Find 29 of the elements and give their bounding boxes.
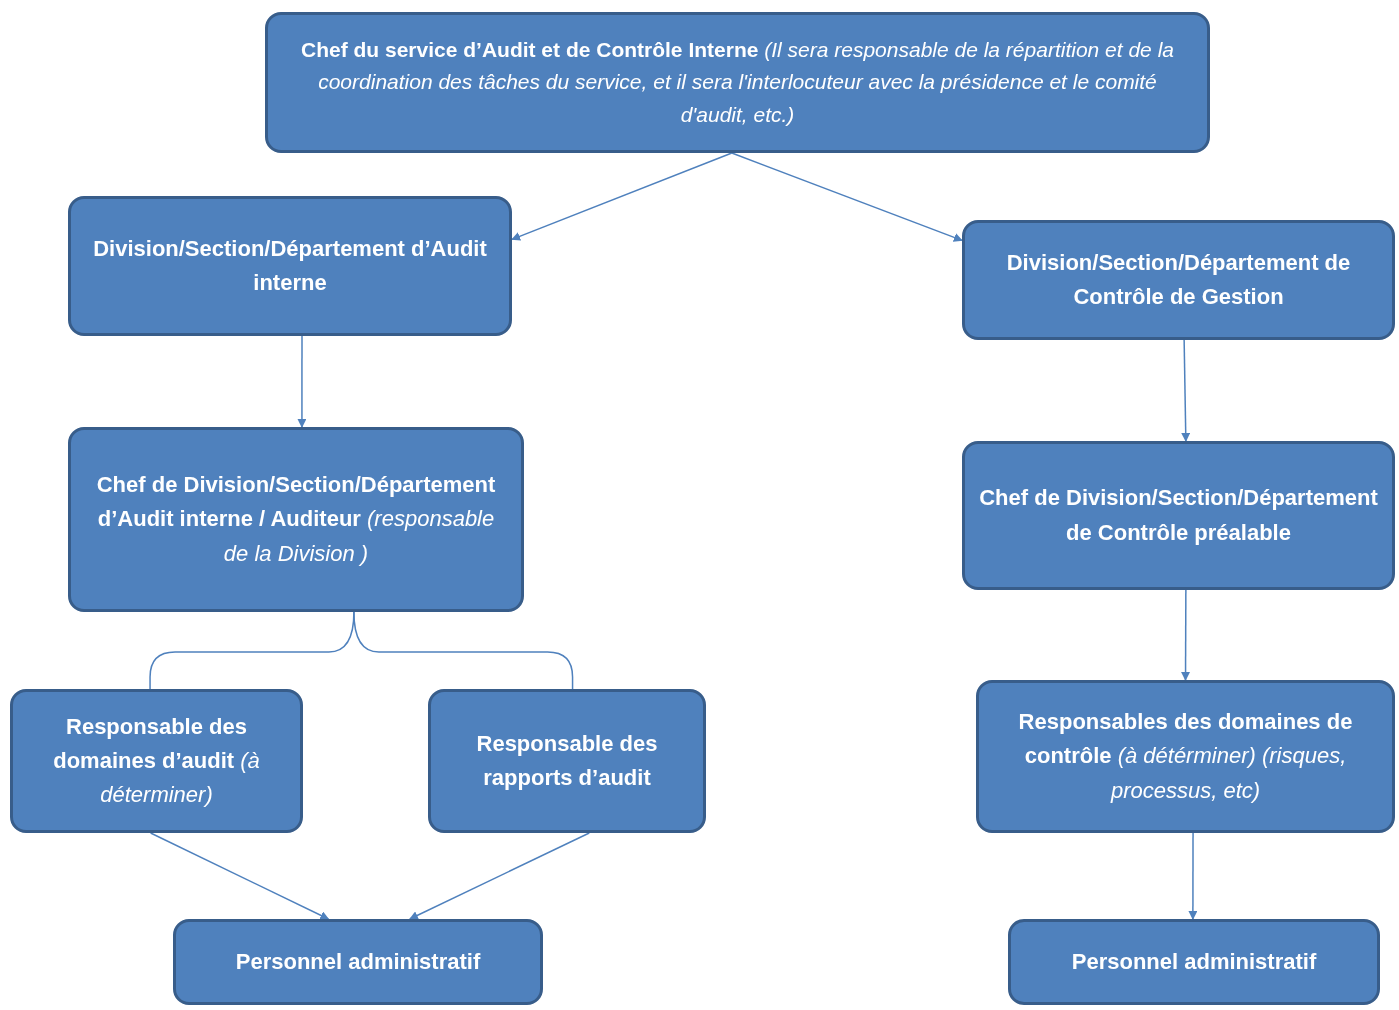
org-box bbox=[962, 220, 1395, 340]
arrow bbox=[1181, 589, 1191, 681]
box-label: Chef de Division/Section/Département de Contrôle préalable bbox=[979, 484, 1378, 547]
org-box bbox=[173, 919, 543, 1005]
org-box bbox=[428, 689, 706, 833]
org-box bbox=[265, 12, 1210, 153]
arrow bbox=[409, 832, 590, 920]
arrow bbox=[731, 152, 963, 242]
arrow bbox=[297, 335, 307, 428]
box-label: Responsable des rapports d’audit bbox=[475, 729, 659, 792]
box-label: Responsables des domaines de contrôle (à détérminer) (risques, processus, etc) bbox=[1017, 708, 1354, 805]
org-box bbox=[68, 427, 524, 612]
org-box bbox=[68, 196, 512, 336]
box-label: Division/Section/Département d’Audit interne bbox=[92, 234, 488, 297]
org-box bbox=[962, 441, 1395, 590]
box-label: Personnel administratif bbox=[235, 947, 481, 976]
org-box bbox=[976, 680, 1395, 833]
arrow bbox=[511, 152, 733, 241]
box-label: Responsable des domaines d’audit (à déterminer) bbox=[52, 712, 261, 810]
org-box bbox=[10, 689, 303, 833]
arrow bbox=[149, 832, 330, 920]
org-box bbox=[1008, 919, 1380, 1005]
box-label: Chef de Division/Section/Département d’Audit interne / Auditeur (responsable de la Division ) bbox=[95, 471, 497, 568]
box-label: Division/Section/Département de Contrôle de Gestion bbox=[1005, 248, 1352, 311]
connector-line bbox=[353, 611, 574, 690]
arrow bbox=[1181, 339, 1191, 442]
arrow bbox=[1188, 832, 1198, 920]
box-label: Personnel administratif bbox=[1071, 947, 1317, 976]
box-label: Chef du service d’Audit et de Contrôle Interne (Il sera responsable de la répartition et de la coordination des tâches du service, et il sera l'interlocuteur avec la présidence et le comité d'audit, etc.) bbox=[300, 36, 1175, 128]
